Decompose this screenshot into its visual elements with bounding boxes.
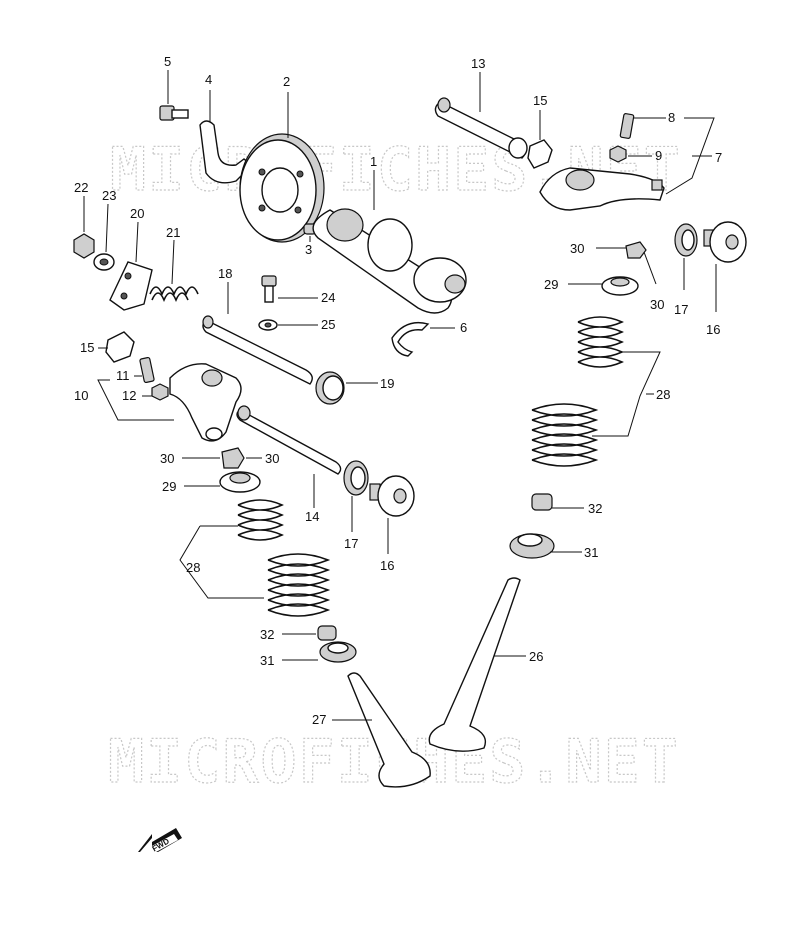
callout-27: 27 bbox=[312, 712, 326, 727]
part-11-adjust-screw-left[interactable] bbox=[134, 356, 155, 384]
part-1-camshaft[interactable] bbox=[312, 170, 467, 314]
part-23-washer[interactable] bbox=[93, 203, 115, 271]
callout-17-right: 17 bbox=[674, 302, 688, 317]
part-32-seal-right[interactable] bbox=[531, 493, 584, 511]
part-31-seat-right[interactable] bbox=[509, 533, 582, 559]
part-5-bolt[interactable] bbox=[159, 70, 189, 121]
callout-21: 21 bbox=[166, 225, 180, 240]
callout-9: 9 bbox=[655, 148, 662, 163]
callout-10: 10 bbox=[74, 388, 88, 403]
part-17-oring-left[interactable] bbox=[343, 460, 369, 532]
part-32-seal-left[interactable] bbox=[282, 625, 337, 641]
callout-1: 1 bbox=[370, 154, 377, 169]
callout-30-left-a: 30 bbox=[160, 451, 174, 466]
part-12-nut-left[interactable] bbox=[142, 383, 169, 401]
part-15-oring-left[interactable] bbox=[98, 331, 135, 363]
callout-25: 25 bbox=[321, 317, 335, 332]
callout-28-left: 28 bbox=[186, 560, 200, 575]
part-4-bracket[interactable] bbox=[199, 90, 249, 184]
part-7-rocker-arm-right[interactable] bbox=[539, 117, 715, 211]
part-19-seal[interactable] bbox=[315, 371, 378, 405]
callout-28-right: 28 bbox=[656, 387, 670, 402]
fwd-arrow-icon: FWD bbox=[138, 828, 182, 853]
callout-5: 5 bbox=[164, 54, 171, 69]
part-24-bolt[interactable] bbox=[261, 275, 318, 303]
callout-31-right: 31 bbox=[584, 545, 598, 560]
callout-29-left: 29 bbox=[162, 479, 176, 494]
callout-32-left: 32 bbox=[260, 627, 274, 642]
part-13-rocker-shaft[interactable] bbox=[434, 72, 528, 159]
part-8-adjust-screw[interactable] bbox=[619, 113, 666, 139]
callout-24: 24 bbox=[321, 290, 335, 305]
part-26-exhaust-valve[interactable] bbox=[428, 577, 526, 752]
callout-32-right: 32 bbox=[588, 501, 602, 516]
callout-30-right-b: 30 bbox=[650, 297, 664, 312]
callout-17-left: 17 bbox=[344, 536, 358, 551]
part-25-washer[interactable] bbox=[258, 319, 318, 331]
callout-12: 12 bbox=[122, 388, 136, 403]
callout-16-right: 16 bbox=[706, 322, 720, 337]
part-6-clip[interactable] bbox=[391, 321, 455, 357]
part-29-retainer-right[interactable] bbox=[568, 276, 639, 296]
part-30-cotter-left[interactable] bbox=[182, 447, 262, 469]
callout-18: 18 bbox=[218, 266, 232, 281]
part-14-tube[interactable] bbox=[236, 405, 342, 508]
callout-30-left-b: 30 bbox=[265, 451, 279, 466]
part-22-nut[interactable] bbox=[73, 196, 95, 259]
callout-15-right: 15 bbox=[533, 93, 547, 108]
callout-11: 11 bbox=[116, 368, 130, 383]
callout-23: 23 bbox=[102, 188, 116, 203]
callout-13: 13 bbox=[471, 56, 485, 71]
callout-2: 2 bbox=[283, 74, 290, 89]
callout-22: 22 bbox=[74, 180, 88, 195]
part-28-springs-left[interactable] bbox=[179, 499, 331, 617]
callout-26: 26 bbox=[529, 649, 543, 664]
part-29-retainer-left[interactable] bbox=[184, 471, 261, 493]
part-27-intake-valve[interactable] bbox=[332, 672, 431, 788]
callout-8: 8 bbox=[668, 110, 675, 125]
callout-20: 20 bbox=[130, 206, 144, 221]
part-21-spring[interactable] bbox=[149, 239, 199, 303]
part-31-seat-left[interactable] bbox=[282, 641, 357, 663]
callout-31-left: 31 bbox=[260, 653, 274, 668]
part-9-nut[interactable] bbox=[609, 145, 652, 163]
callout-30-right-a: 30 bbox=[570, 241, 584, 256]
callout-3: 3 bbox=[305, 242, 312, 257]
part-2-cam-sprocket[interactable] bbox=[239, 92, 325, 243]
callout-7: 7 bbox=[715, 150, 722, 165]
part-18-rocker-shaft-left[interactable] bbox=[202, 282, 313, 385]
part-28-springs-right[interactable] bbox=[531, 316, 661, 467]
callout-19: 19 bbox=[380, 376, 394, 391]
part-10-rocker-arm-left[interactable] bbox=[97, 363, 242, 442]
callout-15-left: 15 bbox=[80, 340, 94, 355]
callout-4: 4 bbox=[205, 72, 212, 87]
part-16-cap-left[interactable] bbox=[369, 475, 415, 554]
callout-6: 6 bbox=[460, 320, 467, 335]
callout-14: 14 bbox=[305, 509, 319, 524]
part-30-cotter-right[interactable] bbox=[596, 241, 657, 285]
part-17-oring-right[interactable] bbox=[674, 223, 698, 290]
callout-16-left: 16 bbox=[380, 558, 394, 573]
part-16-cap-right[interactable] bbox=[703, 221, 747, 312]
part-15-oring-right[interactable] bbox=[527, 110, 553, 169]
part-20-plate[interactable] bbox=[109, 221, 153, 311]
callout-29-right: 29 bbox=[544, 277, 558, 292]
